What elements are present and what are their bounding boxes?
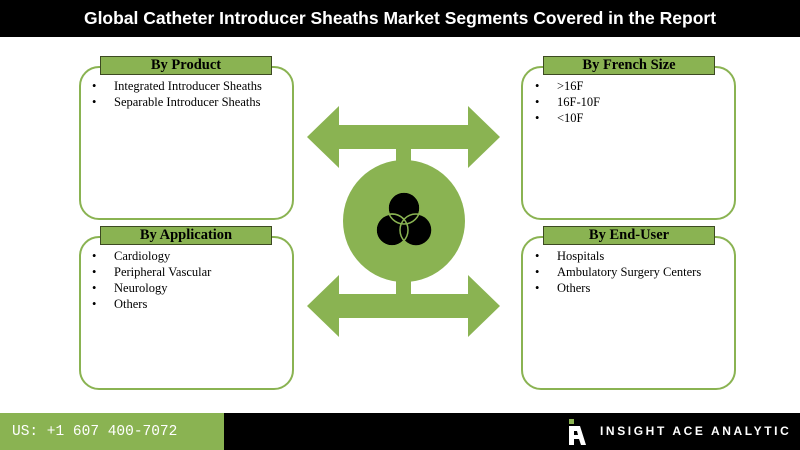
list-item: Ambulatory Surgery Centers [532, 264, 732, 280]
top-double-arrow [307, 106, 500, 168]
three-circles-venn-icon [375, 191, 433, 247]
insight-ace-logo-icon [569, 419, 586, 445]
list-item: <10F [532, 110, 722, 126]
segment-list-end-user: Hospitals Ambulatory Surgery Centers Oth… [532, 248, 732, 296]
phone-number: US: +1 607 400-7072 [0, 413, 224, 450]
footer-bar: US: +1 607 400-7072 INSIGHT ACE ANALYTIC [0, 413, 800, 450]
list-item: Hospitals [532, 248, 732, 264]
bottom-double-arrow [307, 275, 500, 337]
list-item: Others [89, 296, 279, 312]
segment-label-french-size: By French Size [543, 56, 715, 75]
list-item: Separable Introducer Sheaths [89, 94, 269, 110]
list-item: 16F-10F [532, 94, 722, 110]
list-item: Others [532, 280, 732, 296]
brand-name: INSIGHT ACE ANALYTIC [600, 424, 792, 438]
list-item: Neurology [89, 280, 279, 296]
segment-label-product: By Product [100, 56, 272, 75]
page-title-bar: Global Catheter Introducer Sheaths Marke… [0, 0, 800, 37]
segment-list-application: Cardiology Peripheral Vascular Neurology… [89, 248, 279, 312]
list-item: Peripheral Vascular [89, 264, 279, 280]
segment-label-application: By Application [100, 226, 272, 245]
segment-list-french-size: >16F 16F-10F <10F [532, 78, 722, 126]
list-item: >16F [532, 78, 722, 94]
segment-label-end-user: By End-User [543, 226, 715, 245]
segment-list-product: Integrated Introducer Sheaths Separable … [89, 78, 269, 110]
list-item: Cardiology [89, 248, 279, 264]
list-item: Integrated Introducer Sheaths [89, 78, 269, 94]
page-title: Global Catheter Introducer Sheaths Marke… [83, 8, 717, 28]
